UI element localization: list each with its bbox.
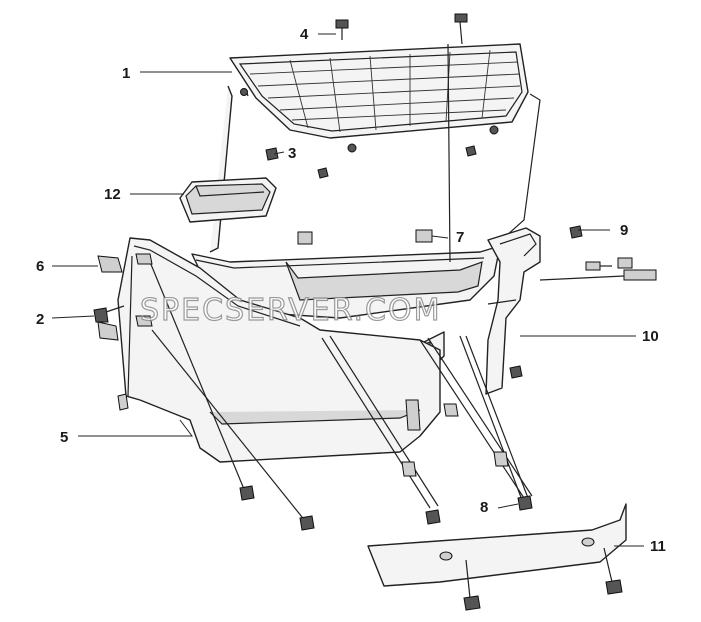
callout-4: 4 xyxy=(300,26,309,43)
hardware xyxy=(93,13,657,611)
callout-6: 6 xyxy=(36,258,44,275)
pad-part-12 xyxy=(179,177,277,223)
side-panel-part-5 xyxy=(117,237,441,463)
bracket-part-10 xyxy=(485,227,541,395)
callout-11: 11 xyxy=(650,538,666,555)
callout-8: 8 xyxy=(480,499,488,516)
grille-step-part-1 xyxy=(209,43,541,253)
skirt-part-11 xyxy=(367,503,627,587)
callout-10: 10 xyxy=(642,328,659,345)
fastener-lines xyxy=(149,21,529,523)
callout-9: 9 xyxy=(620,222,628,239)
callout-leaders xyxy=(51,33,644,547)
callout-5: 5 xyxy=(60,429,68,446)
callout-1: 1 xyxy=(122,65,130,82)
watermark-text: SPECSERVER.COM xyxy=(140,293,441,328)
support-rod xyxy=(321,335,533,509)
callout-2: 2 xyxy=(36,311,44,328)
callout-3: 3 xyxy=(288,145,296,162)
callout-12: 12 xyxy=(104,186,121,203)
callout-7: 7 xyxy=(456,229,464,246)
callout-labels: 1 2 3 4 5 6 7 8 9 10 11 12 xyxy=(36,26,666,555)
